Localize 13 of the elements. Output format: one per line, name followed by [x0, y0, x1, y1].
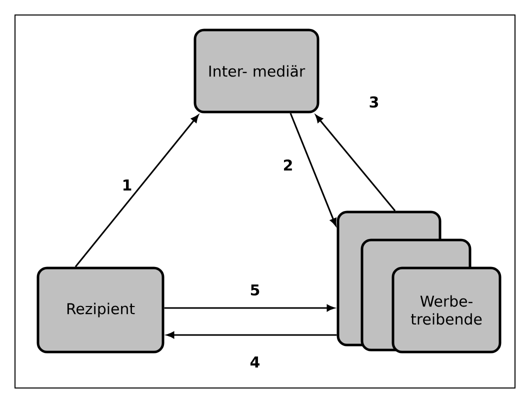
arrow — [290, 112, 336, 226]
edge-label: 3 — [368, 95, 380, 109]
arrow — [166, 332, 337, 338]
edge-label: 5 — [248, 283, 262, 297]
arrow — [315, 114, 396, 212]
process-box: Rezipient — [36, 266, 164, 354]
arrow — [164, 304, 334, 312]
arrow — [74, 114, 199, 268]
process-box: Inter- mediär — [194, 28, 320, 114]
edge-label: 2 — [282, 158, 294, 172]
edge-label: 4 — [248, 356, 262, 368]
edge-label: 1 — [120, 178, 134, 192]
process-box: Werbe- treibende — [392, 266, 502, 354]
